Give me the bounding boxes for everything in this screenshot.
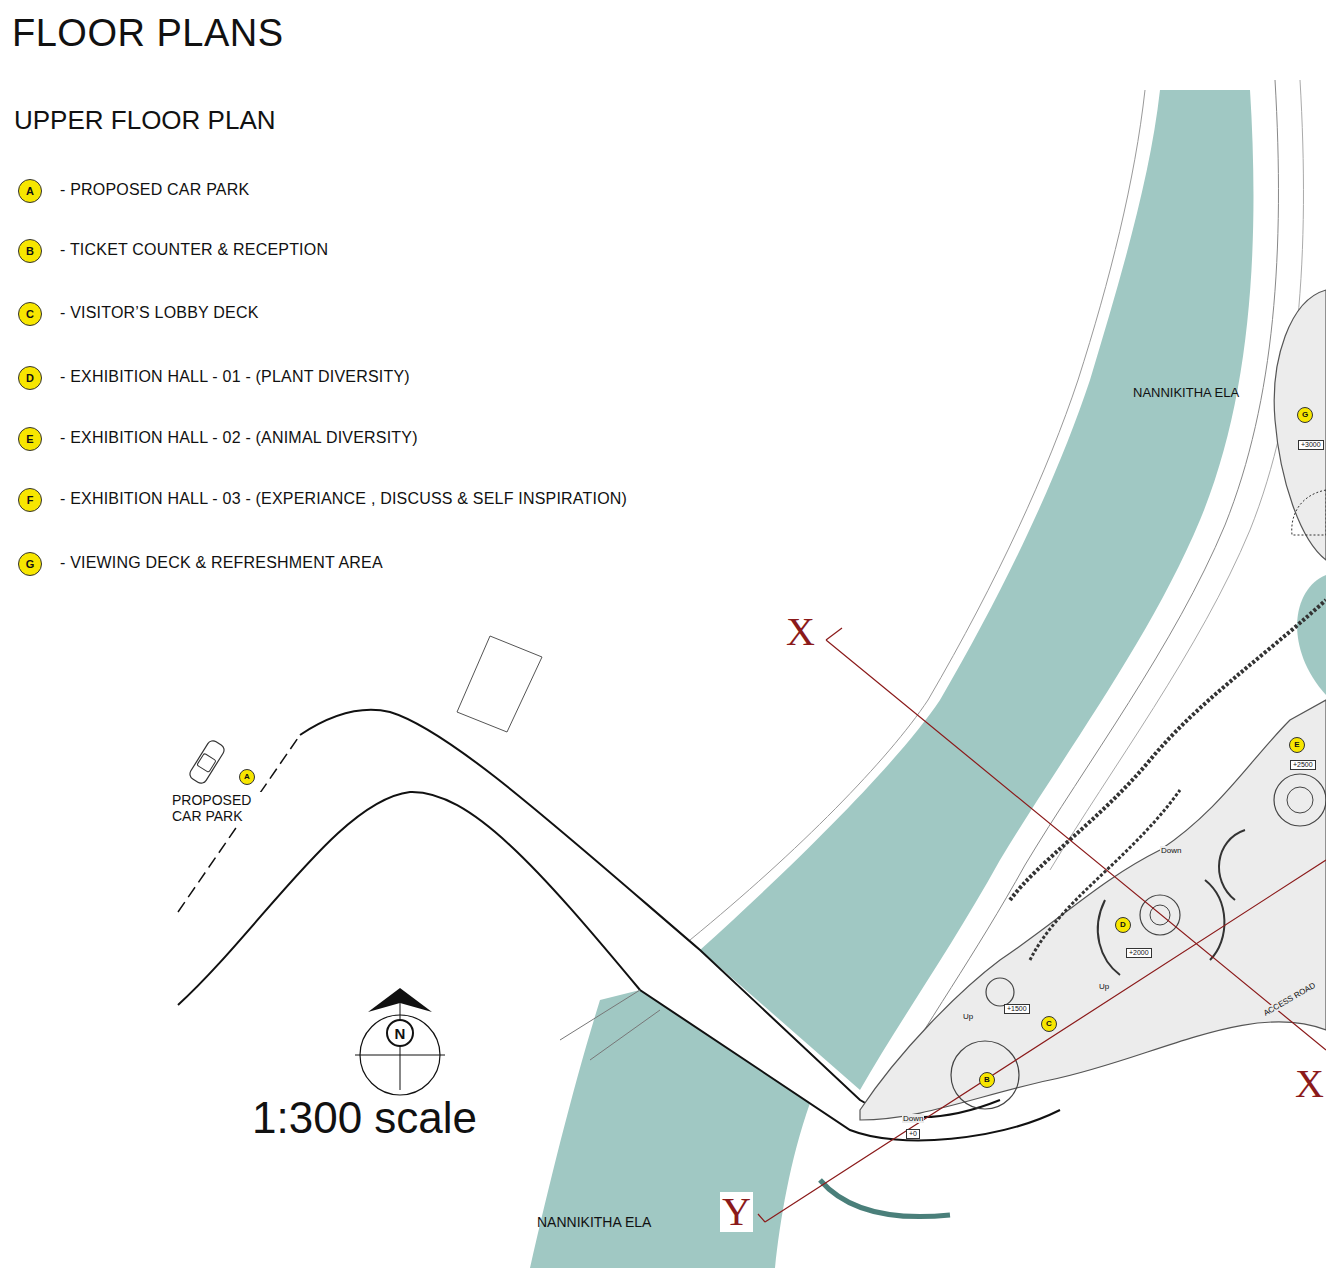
north-symbol: N xyxy=(386,1019,414,1047)
key-circle: B xyxy=(979,1072,995,1088)
level-tag: +2500 xyxy=(1290,760,1316,770)
pavilion-ring xyxy=(951,1041,1019,1109)
level-tag: +0 xyxy=(906,1129,920,1139)
key-circle: D xyxy=(18,366,42,390)
key-circle: A xyxy=(239,769,255,785)
area-name: PROPOSED CAR PARK xyxy=(172,792,267,824)
key-circle: E xyxy=(18,427,42,451)
key-letter: N xyxy=(395,1026,406,1041)
stair-note: Down xyxy=(902,1114,924,1123)
north-cross xyxy=(355,1003,445,1090)
river-water xyxy=(530,990,810,1268)
north-arrow xyxy=(368,988,432,1012)
key-circle: B xyxy=(18,239,42,263)
key-description: - VIEWING DECK & REFRESHMENT AREA xyxy=(60,554,383,572)
section-line xyxy=(826,628,1326,1050)
key-circle: E xyxy=(1289,737,1305,753)
key-description: - VISITOR’S LOBBY DECK xyxy=(60,304,259,322)
level-tag: +3000 xyxy=(1298,440,1324,450)
section-mark: X xyxy=(784,612,817,652)
stair-note: Down xyxy=(1160,846,1182,855)
level-tag: +2000 xyxy=(1126,948,1152,958)
key-description: - EXHIBITION HALL - 01 - (PLANT DIVERSIT… xyxy=(60,368,410,386)
key-letter: E xyxy=(26,434,33,445)
key-letter: G xyxy=(1302,411,1308,419)
key-circle: D xyxy=(1115,917,1131,933)
plan-heading: UPPER FLOOR PLAN xyxy=(14,106,276,136)
stair-note: Up xyxy=(1098,982,1110,991)
key-circle: G xyxy=(18,552,42,576)
key-letter: F xyxy=(27,495,34,506)
key-description: - PROPOSED CAR PARK xyxy=(60,181,249,199)
key-circle: F xyxy=(18,488,42,512)
level-tag: +1500 xyxy=(1004,1004,1030,1014)
pavilion-ring xyxy=(986,978,1014,1006)
key-letter: D xyxy=(26,373,34,384)
key-circle: A xyxy=(18,179,42,203)
deck-outline xyxy=(860,700,1326,1120)
key-circle: C xyxy=(18,302,42,326)
key-letter: A xyxy=(244,773,250,781)
key-description: - TICKET COUNTER & RECEPTION xyxy=(60,241,328,259)
bridge-edge xyxy=(560,990,660,1060)
section-mark: X xyxy=(1293,1064,1326,1104)
road-edge xyxy=(300,710,1000,1117)
car-park-bay xyxy=(457,636,542,732)
pavilion-ring xyxy=(1140,895,1180,935)
river-water xyxy=(1297,575,1326,695)
footbridge xyxy=(820,1180,950,1217)
scale-note: 1:300 scale xyxy=(252,1093,477,1144)
key-letter: A xyxy=(26,186,34,197)
key-letter: D xyxy=(1120,921,1126,929)
stair-note: Up xyxy=(962,1012,974,1021)
sheet-title: FLOOR PLANS xyxy=(12,12,284,56)
rope-walk xyxy=(1030,790,1180,960)
water-name: NANNIKITHA ELA xyxy=(1133,386,1239,401)
section-mark: Y xyxy=(720,1192,753,1232)
key-circle: C xyxy=(1041,1016,1057,1032)
key-description: - EXHIBITION HALL - 03 - (EXPERIANCE , D… xyxy=(60,490,627,508)
pavilion-ring xyxy=(1287,787,1313,813)
section-line xyxy=(758,860,1326,1222)
key-letter: E xyxy=(1294,741,1299,749)
key-circle: G xyxy=(1297,407,1313,423)
key-letter: C xyxy=(1046,1020,1052,1028)
car-symbol xyxy=(188,739,227,786)
water-name: NANNIKITHA ELA xyxy=(537,1214,651,1230)
key-letter: B xyxy=(26,246,34,257)
key-letter: B xyxy=(984,1076,990,1084)
key-letter: G xyxy=(26,559,35,570)
stair-fan xyxy=(1292,490,1326,535)
curved-wall xyxy=(1098,830,1245,975)
pavilion-ring xyxy=(1274,774,1326,826)
rope-walk xyxy=(1010,600,1326,900)
deck-outline xyxy=(1274,290,1326,560)
river-bank xyxy=(690,90,1145,940)
key-letter: C xyxy=(26,309,34,320)
key-description: - EXHIBITION HALL - 02 - (ANIMAL DIVERSI… xyxy=(60,429,418,447)
